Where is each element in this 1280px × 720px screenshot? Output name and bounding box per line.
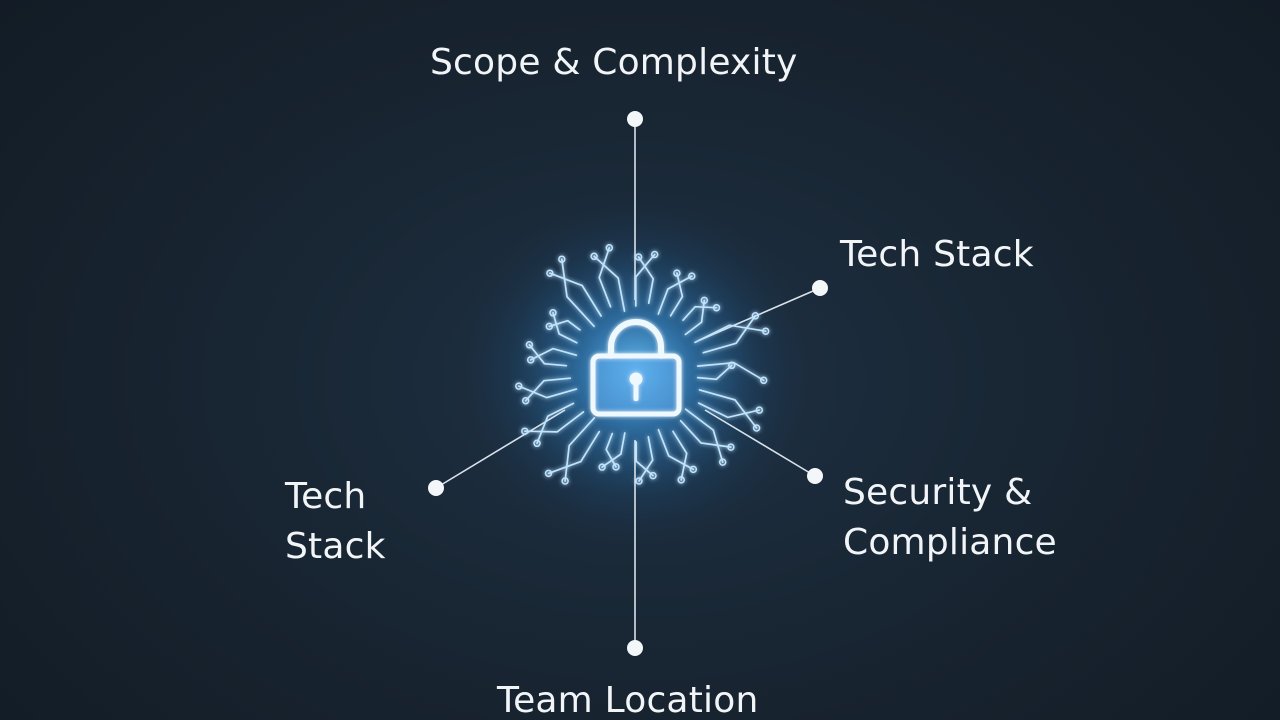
circuit-node	[549, 309, 557, 317]
circuit-trace	[529, 347, 578, 361]
circuit-node	[598, 463, 606, 471]
circuit-trace	[696, 364, 733, 381]
connector-nodes	[428, 111, 828, 656]
circuit-node	[558, 255, 566, 263]
circuit-trace	[672, 430, 688, 481]
label-scope-complexity: Scope & Complexity	[430, 38, 798, 88]
label-scope-complexity-text: Scope & Complexity	[430, 42, 798, 83]
circuit-node	[612, 463, 620, 471]
node-dot-top	[627, 111, 643, 127]
circuit-trace	[634, 253, 656, 307]
circuit-node	[759, 376, 768, 385]
circuit-traces	[515, 244, 770, 485]
circuit-trace	[601, 432, 626, 468]
padlock-shackle	[608, 319, 664, 359]
connector-right-upper	[699, 287, 821, 341]
circuit-trace	[547, 430, 601, 475]
circuit-node	[561, 477, 569, 485]
label-tech-stack-right: Tech Stack	[840, 230, 1034, 280]
circuit-node	[718, 458, 727, 466]
circuit-node	[752, 424, 761, 432]
circuit-trace	[528, 343, 568, 367]
circuit-node	[673, 269, 681, 277]
node-dot-left	[428, 480, 444, 496]
node-dot-bottom	[627, 640, 643, 656]
circuit-node	[544, 469, 553, 478]
circuit-node	[590, 252, 598, 261]
connector-right-lower	[704, 409, 816, 477]
circuit-trace	[702, 314, 757, 354]
circuit-trace	[635, 441, 654, 477]
circuit-node	[755, 406, 764, 414]
circuit-node	[688, 272, 696, 280]
circuit-node	[727, 443, 735, 451]
circuit-node	[515, 382, 523, 390]
circuit-trace	[548, 319, 581, 331]
circuit-node	[521, 396, 530, 405]
label-team-location-text: Team Location	[497, 680, 759, 720]
circuit-node	[545, 322, 554, 331]
circuit-trace	[694, 324, 767, 344]
label-tech-stack-left-line-1: Tech	[285, 476, 367, 517]
circuit-trace	[523, 411, 585, 433]
circuit-trace	[593, 255, 626, 312]
label-security-compliance-line-2: Compliance	[843, 522, 1057, 563]
circuit-node	[521, 427, 529, 435]
label-security-compliance: Security & Compliance	[843, 468, 1057, 568]
circuit-node	[634, 253, 643, 261]
circuit-node	[525, 341, 534, 349]
circuit-node	[689, 465, 698, 474]
padlock-keyhole	[629, 372, 643, 386]
circuit-trace	[638, 435, 654, 482]
circuit-node	[635, 477, 643, 485]
connector-left	[435, 409, 566, 489]
circuit-trace	[697, 402, 761, 419]
circuit-trace	[598, 246, 612, 308]
circuit-trace	[549, 272, 602, 317]
node-dot-right-upper	[812, 280, 828, 296]
circuit-trace	[657, 428, 695, 471]
circuit-node	[649, 471, 657, 480]
circuit-trace	[536, 402, 575, 445]
circuit-trace	[657, 275, 693, 315]
circuit-trace	[698, 389, 758, 429]
circuit-node	[751, 312, 760, 320]
label-tech-stack-left-line-2: Stack	[285, 526, 386, 567]
circuit-trace	[517, 385, 578, 399]
circuit-trace	[669, 272, 684, 317]
circuit-node	[712, 303, 721, 312]
circuit-trace	[552, 311, 578, 344]
padlock-keyhole-slot	[633, 381, 639, 401]
circuit-node	[650, 250, 659, 259]
label-tech-stack-left: Tech Stack	[285, 472, 386, 572]
label-tech-stack-right-text: Tech Stack	[840, 234, 1034, 275]
circuit-node	[700, 296, 709, 305]
circuit-node	[761, 327, 770, 335]
circuit-node	[533, 439, 541, 448]
circuit-trace	[564, 417, 596, 482]
padlock-icon	[590, 319, 682, 417]
circuit-trace	[684, 408, 724, 463]
node-dot-right-lower	[807, 468, 823, 484]
circuit-trace	[560, 258, 595, 328]
circuit-trace	[682, 305, 718, 322]
circuit-trace	[524, 377, 572, 402]
circuit-trace	[696, 361, 765, 382]
circuit-node	[526, 356, 535, 364]
circuit-node	[605, 244, 614, 252]
circuit-trace	[684, 299, 706, 336]
circuit-trace	[637, 256, 655, 305]
circuit-trace	[605, 432, 617, 468]
label-team-location: Team Location	[497, 676, 758, 720]
circuit-node	[677, 476, 685, 484]
label-security-compliance-line-1: Security &	[843, 472, 1033, 513]
circuit-node	[546, 269, 554, 277]
connector-lines	[435, 119, 821, 648]
circuit-trace	[679, 419, 732, 448]
